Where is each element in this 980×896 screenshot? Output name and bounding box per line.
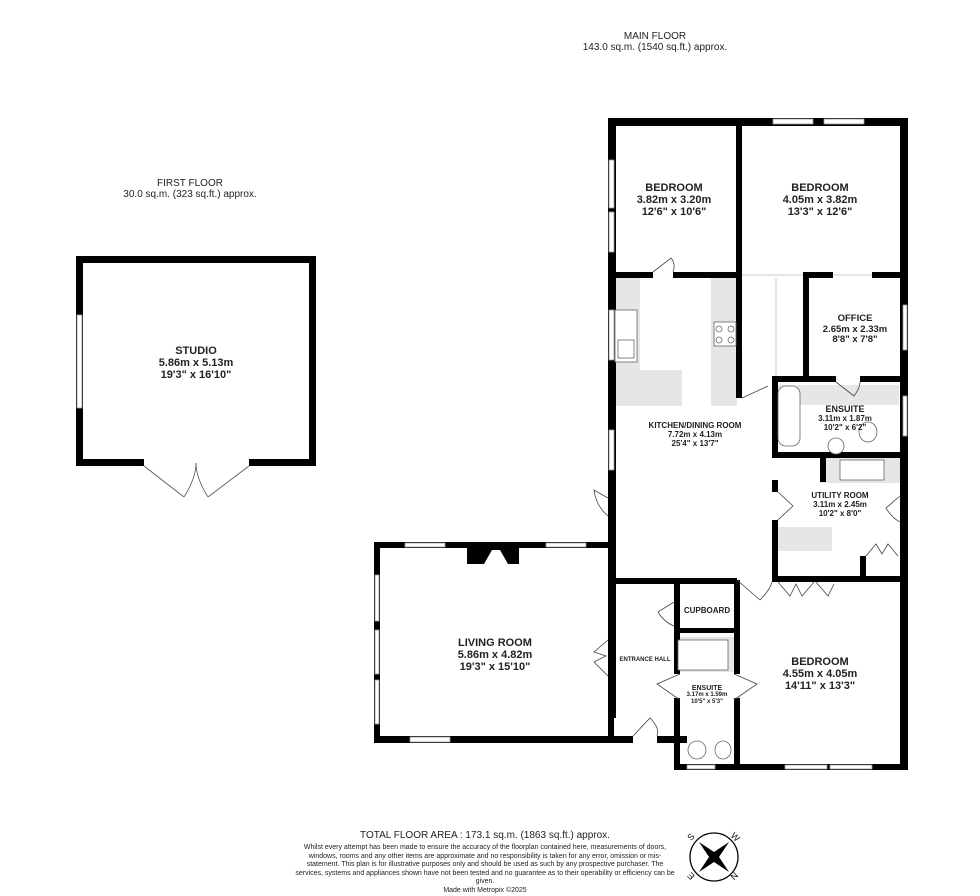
room-name: LIVING ROOM	[458, 637, 532, 649]
first-floor-area: 30.0 sq.m. (323 sq.ft.) approx.	[123, 189, 257, 200]
room-name: KITCHEN/DINING ROOM	[648, 421, 742, 430]
room-imperial: 10'5" x 5'3"	[691, 699, 723, 705]
room-name: CUPBOARD	[683, 606, 731, 615]
room-metric: 3.11m x 1.87m	[818, 414, 872, 423]
main-floor-area: 143.0 sq.m. (1540 sq.ft.) approx.	[582, 42, 728, 53]
room-metric: 3.11m x 2.45m	[813, 500, 867, 509]
studio-window	[76, 314, 83, 409]
room-ensuite-2: ENSUITE 3.17m x 1.59m 10'5" x 5'3"	[677, 685, 737, 706]
room-metric: 7.72m x 4.13m	[667, 430, 723, 439]
room-imperial: 10'2" x 6'2"	[823, 423, 867, 432]
total-floor-area: TOTAL FLOOR AREA : 173.1 sq.m. (1863 sq.…	[360, 830, 610, 841]
compass-rose	[689, 832, 739, 882]
fireplace-opening	[484, 550, 508, 564]
room-living: LIVING ROOM 5.86m x 4.82m 19'3" x 15'10"	[425, 637, 565, 673]
room-metric: 4.55m x 4.05m	[782, 668, 858, 680]
windows	[374, 118, 908, 770]
room-name: ENSUITE	[825, 404, 865, 414]
room-name: STUDIO	[175, 345, 217, 357]
room-metric: 3.82m x 3.20m	[636, 194, 712, 206]
room-bedroom-2: BEDROOM 4.05m x 3.82m 13'3" x 12'6"	[760, 182, 880, 218]
room-cupboard: CUPBOARD	[678, 606, 736, 615]
fixtures	[614, 309, 885, 760]
room-imperial: 12'6" x 10'6"	[641, 206, 707, 218]
room-bedroom-1: BEDROOM 3.82m x 3.20m 12'6" x 10'6"	[614, 182, 734, 218]
room-imperial: 10'2" x 8'0"	[818, 509, 862, 518]
room-imperial: 19'3" x 15'10"	[459, 661, 531, 673]
room-imperial: 25'4" x 13'7"	[671, 439, 719, 448]
room-name: UTILITY ROOM	[811, 491, 869, 500]
room-name: ENSUITE	[691, 685, 723, 692]
room-metric: 4.05m x 3.82m	[782, 194, 858, 206]
room-metric: 5.86m x 5.13m	[158, 357, 234, 369]
room-utility: UTILITY ROOM 3.11m x 2.45m 10'2" x 8'0"	[785, 491, 895, 518]
room-name: ENTRANCE HALL	[619, 657, 671, 663]
room-metric: 2.65m x 2.33m	[822, 323, 888, 335]
room-ensuite-1: ENSUITE 3.11m x 1.87m 10'2" x 6'2"	[800, 404, 890, 433]
room-studio: STUDIO 5.86m x 5.13m 19'3" x 16'10"	[116, 345, 276, 381]
room-name: BEDROOM	[645, 182, 703, 194]
studio-french-doors	[143, 462, 250, 498]
room-entrance-hall: ENTRANCE HALL	[616, 657, 674, 664]
room-bedroom-3: BEDROOM 4.55m x 4.05m 14'11" x 13'3"	[760, 656, 880, 692]
first-floor-title: FIRST FLOOR	[157, 178, 223, 189]
main-floor-header: MAIN FLOOR 143.0 sq.m. (1540 sq.ft.) app…	[540, 31, 770, 53]
room-name: BEDROOM	[791, 656, 849, 668]
credit: Made with Metropix ©2025	[443, 886, 527, 894]
room-imperial: 8'8" x 7'8"	[832, 334, 878, 345]
main-floor-title: MAIN FLOOR	[623, 31, 687, 42]
disclaimer: Whilst every attempt has been made to en…	[295, 844, 675, 886]
room-name: OFFICE	[837, 313, 873, 324]
room-imperial: 13'3" x 12'6"	[787, 206, 853, 218]
room-imperial: 19'3" x 16'10"	[160, 369, 232, 381]
room-name: BEDROOM	[791, 182, 849, 194]
first-floor-header: FIRST FLOOR 30.0 sq.m. (323 sq.ft.) appr…	[90, 178, 290, 200]
room-metric: 5.86m x 4.82m	[457, 649, 533, 661]
partitions	[742, 274, 872, 376]
room-metric: 3.17m x 1.59m	[686, 692, 728, 698]
footer: TOTAL FLOOR AREA : 173.1 sq.m. (1863 sq.…	[295, 830, 675, 896]
room-kitchen-dining: KITCHEN/DINING ROOM 7.72m x 4.13m 25'4" …	[630, 421, 760, 448]
room-office: OFFICE 2.65m x 2.33m 8'8" x 7'8"	[810, 313, 900, 346]
door-swings	[593, 257, 901, 737]
room-imperial: 14'11" x 13'3"	[784, 680, 856, 692]
